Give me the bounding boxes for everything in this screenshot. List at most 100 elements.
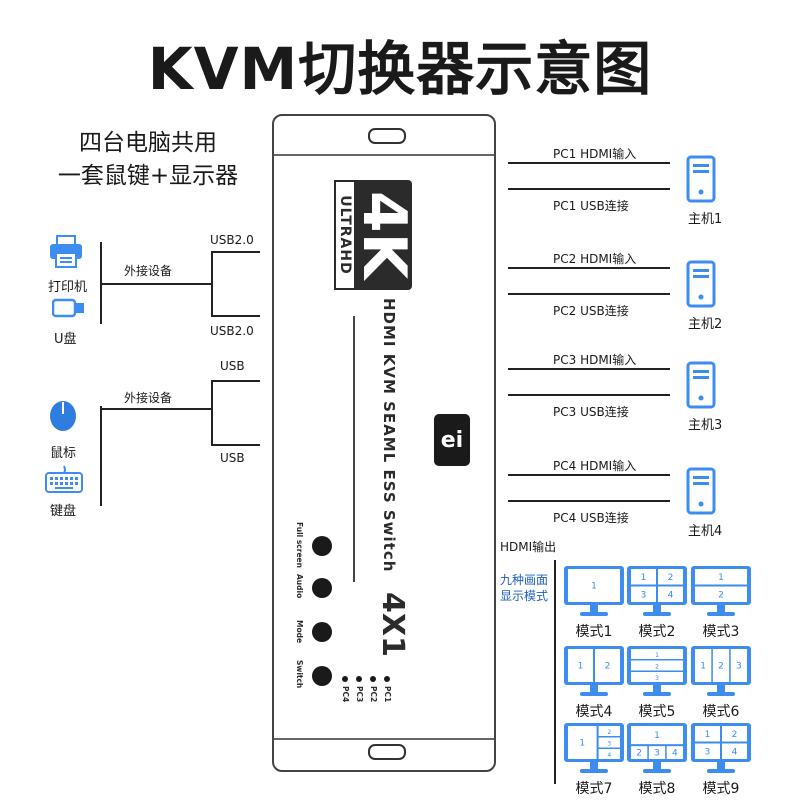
screen-pane-number: 2 <box>605 662 611 672</box>
screen-pane-number: 1 <box>654 731 660 741</box>
udisk-icon <box>51 297 86 323</box>
screen-pane-number: 1 <box>591 582 597 592</box>
pc-host-label: 主机1 <box>688 212 723 227</box>
screen-pane-number: 1 <box>579 739 585 749</box>
pc3-led-label: PC3 <box>355 686 364 703</box>
screen-pane-number: 4 <box>668 590 674 600</box>
screen-pane <box>695 586 747 602</box>
screen-pane <box>695 569 747 585</box>
monitor-icon: 123 <box>627 646 687 696</box>
screen-pane <box>568 569 620 602</box>
usb-bottom-label: USB2.0 <box>210 324 254 338</box>
pc2-led <box>370 676 376 682</box>
pc-hdmi-label: PC4 HDMI输入 <box>553 459 637 473</box>
mount-slot-top <box>368 128 406 144</box>
pc-tower-icon <box>683 155 723 211</box>
pc-usb-label: PC2 USB连接 <box>553 304 629 318</box>
screen-pane <box>631 569 656 585</box>
fullscreen-button[interactable] <box>312 536 332 556</box>
screen-pane-number: 3 <box>655 675 659 682</box>
pc-tower-icon <box>683 361 723 417</box>
mode-label: 模式5 <box>638 704 676 720</box>
screen-pane <box>631 649 683 659</box>
model-ratio: 4X1 <box>375 592 410 657</box>
screen-pane <box>598 749 620 759</box>
udisk-label: U盘 <box>54 332 77 347</box>
hid-group-label: 外接设备 <box>124 391 173 405</box>
mode-label: 模式1 <box>575 624 613 640</box>
fullscreen-button-label: Full screen <box>295 522 304 568</box>
screen-pane <box>595 649 620 682</box>
pc-tower-icon <box>683 260 723 316</box>
screen-pane <box>695 726 720 742</box>
screen-pane-number: 2 <box>718 590 724 600</box>
screen-pane-number: 2 <box>655 664 659 671</box>
screen-pane <box>568 649 593 682</box>
screen-pane-number: 3 <box>641 590 647 600</box>
screen-pane <box>658 569 683 585</box>
mode-label: 模式7 <box>575 781 613 797</box>
display-mode-3: 1 2 模式3 <box>690 565 752 643</box>
switch-button[interactable] <box>312 666 332 686</box>
screen-pane <box>730 649 747 682</box>
mode-label: 模式9 <box>702 781 740 797</box>
audio-button[interactable] <box>312 578 332 598</box>
screen-pane <box>631 660 683 671</box>
modes-title-line1: 九种画面 <box>500 573 549 587</box>
screen-pane-number: 2 <box>607 729 611 736</box>
pc-usb-label: PC1 USB连接 <box>553 199 629 213</box>
screen-pane-number: 3 <box>607 741 611 748</box>
pc2-led-label: PC2 <box>369 686 378 703</box>
screen-pane <box>658 586 683 602</box>
screen-pane-number: 3 <box>736 662 742 672</box>
pc-host-label: 主机2 <box>688 317 723 332</box>
keyboard-label: 键盘 <box>50 504 77 519</box>
screen-pane-number: 4 <box>732 747 738 757</box>
keyboard-icon <box>44 464 84 498</box>
screen-pane <box>722 743 747 759</box>
monitor-icon: 1 <box>564 566 624 616</box>
modes-title-line2: 显示模式 <box>500 589 549 603</box>
brand-logo: ei <box>434 414 470 466</box>
page-title: KVM切换器示意图 <box>147 35 653 103</box>
subtitle-line1: 四台电脑共用 <box>79 130 217 156</box>
mode-label: 模式3 <box>702 624 740 640</box>
mode-button-label: Mode <box>295 620 304 644</box>
pc3-led <box>356 676 362 682</box>
screen-pane-number: 3 <box>654 749 660 759</box>
screen-pane-number: 2 <box>732 730 738 740</box>
hid-bottom-label: USB <box>220 451 245 465</box>
screen-pane-number: 1 <box>641 573 647 583</box>
screen-pane <box>722 726 747 742</box>
switch-button-label: Switch <box>295 660 304 689</box>
screen-pane <box>695 649 712 682</box>
screen-pane <box>631 586 656 602</box>
screen-pane-number: 1 <box>718 573 724 583</box>
pc1-led <box>384 676 390 682</box>
screen-pane <box>598 726 620 736</box>
mode-button[interactable] <box>312 622 332 642</box>
screen-pane-number: 1 <box>700 662 706 672</box>
screen-pane <box>631 672 683 682</box>
pc-usb-label: PC3 USB连接 <box>553 405 629 419</box>
pc1-led-label: PC1 <box>383 686 392 703</box>
screen-pane <box>712 649 730 682</box>
mouse-icon <box>46 396 80 436</box>
pc-host-label: 主机3 <box>688 418 723 433</box>
mode-label: 模式6 <box>702 704 740 720</box>
screen-pane <box>648 746 666 759</box>
printer-icon <box>48 234 84 274</box>
screen-pane <box>631 746 648 759</box>
screen-pane-number: 2 <box>636 749 642 759</box>
